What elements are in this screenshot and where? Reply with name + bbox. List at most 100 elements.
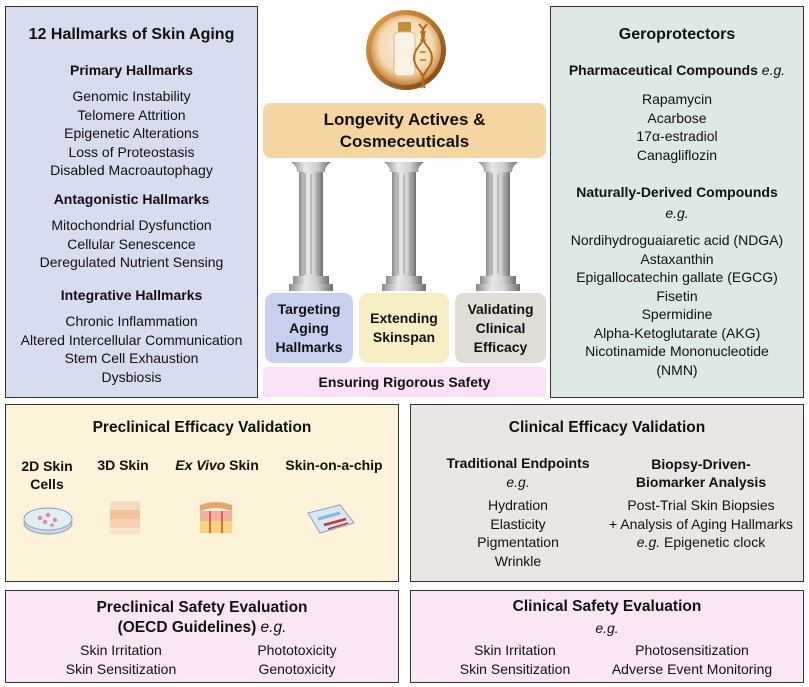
center-title-line2: Cosmeceuticals bbox=[339, 131, 470, 151]
list-item: Cellular Senescence bbox=[67, 235, 196, 252]
cosmetic-bottle-dna-icon bbox=[366, 10, 446, 90]
list-item: Genomic Instability bbox=[72, 88, 191, 104]
list-item: + Analysis of Aging Hallmarks bbox=[608, 515, 794, 532]
eg-label: e.g. bbox=[260, 619, 287, 636]
list-item: (NMN) bbox=[656, 361, 698, 378]
model-3d-skin: 3D Skin bbox=[97, 457, 149, 473]
list-item: Elasticity bbox=[490, 515, 546, 532]
pillar-label-line: Targeting bbox=[277, 300, 341, 317]
pillar-icon bbox=[382, 162, 426, 291]
list-item: Fisetin bbox=[656, 287, 698, 304]
eg-label: e.g. bbox=[761, 62, 786, 78]
preclinical-safety-right-list: Phototoxicity Genotoxicity bbox=[222, 641, 372, 678]
hallmarks-title: 12 Hallmarks of Skin Aging bbox=[28, 26, 235, 43]
longevity-actives-title: Longevity Actives & Cosmeceuticals bbox=[263, 103, 546, 158]
clinical-safety-title: Clinical Safety Evaluation bbox=[512, 598, 702, 615]
list-item: Alpha-Ketoglutarate (AKG) bbox=[593, 324, 761, 341]
pillar-label-validating: Validating Clinical Efficacy bbox=[455, 293, 546, 363]
geroprotectors-title: Geroprotectors bbox=[618, 26, 736, 43]
ex-vivo-italic: Ex Vivo bbox=[175, 457, 226, 473]
pillars-illustration bbox=[289, 162, 520, 291]
list-item: Altered Intercellular Communication bbox=[20, 331, 243, 348]
pillar-label-line: Validating bbox=[467, 300, 534, 317]
list-item: Acarbose bbox=[647, 109, 707, 126]
natural-compounds-heading: Naturally-Derived Compounds bbox=[576, 184, 778, 200]
list-item: Skin Sensitization bbox=[65, 660, 177, 677]
list-item: Skin Sensitization bbox=[459, 660, 571, 677]
list-item: Genotoxicity bbox=[258, 660, 336, 677]
list-item: Deregulated Nutrient Sensing bbox=[39, 254, 224, 270]
model-2d-skin-cells: 2D Skin Cells bbox=[12, 457, 82, 493]
clinical-safety-right-list: Photosensitization Adverse Event Monitor… bbox=[587, 641, 797, 678]
pharma-compounds-heading: Pharmaceutical Compounds e.g. bbox=[551, 62, 803, 78]
model-label-line: Cells bbox=[30, 476, 64, 492]
pillar-label-line: Clinical bbox=[475, 319, 526, 336]
list-item: Canagliflozin bbox=[636, 146, 718, 163]
list-item: Mitochondrial Dysfunction bbox=[51, 217, 212, 233]
clinical-safety-left-list: Skin Irritation Skin Sensitization bbox=[435, 641, 595, 678]
petri-dish-icon bbox=[23, 507, 73, 535]
list-item: Phototoxicity bbox=[257, 642, 337, 658]
geroprotectors-panel: Geroprotectors Pharmaceutical Compounds … bbox=[550, 6, 804, 398]
skin-on-a-chip-icon bbox=[307, 504, 355, 534]
list-item: Epigallocatechin gallate (EGCG) bbox=[576, 269, 778, 285]
list-item: Nordihydroguaiaretic acid (NDGA) bbox=[570, 232, 784, 248]
eg-label: e.g. bbox=[665, 205, 689, 221]
primary-hallmarks-heading: Primary Hallmarks bbox=[70, 62, 193, 78]
list-item: Epigenetic Alterations bbox=[64, 125, 199, 141]
pillar-label-line: Skinspan bbox=[372, 329, 436, 345]
preclinical-safety-left-list: Skin Irritation Skin Sensitization bbox=[46, 641, 196, 678]
preclinical-safety-title-line2: (OECD Guidelines) bbox=[117, 619, 257, 636]
list-item: Telomere Attrition bbox=[77, 106, 186, 123]
list-item: Rapamycin bbox=[641, 91, 713, 107]
model-skin-on-a-chip: Skin-on-a-chip bbox=[285, 457, 383, 473]
clinical-safety-panel: Clinical Safety Evaluation e.g. Skin Irr… bbox=[410, 590, 804, 683]
pillar-label-line: Efficacy bbox=[473, 338, 528, 355]
list-item: e.g. Epigenetic clock bbox=[601, 533, 801, 552]
clinical-efficacy-title: Clinical Efficacy Validation bbox=[508, 419, 706, 436]
ex-vivo-skin-icon bbox=[200, 502, 232, 533]
clinical-efficacy-panel: Clinical Efficacy Validation Traditional… bbox=[410, 404, 804, 582]
traditional-endpoints-heading: Traditional Endpoints bbox=[446, 455, 590, 471]
preclinical-safety-panel: Preclinical Safety Evaluation (OECD Guid… bbox=[5, 590, 399, 683]
pillar-label-extending: Extending Skinspan bbox=[359, 293, 449, 363]
primary-hallmarks-list: Genomic Instability Telomere Attrition E… bbox=[6, 87, 257, 180]
pillar-label-targeting: Targeting Aging Hallmarks bbox=[265, 293, 353, 363]
3d-skin-icon bbox=[110, 501, 140, 534]
list-item: Hydration bbox=[488, 497, 548, 513]
model-ex-vivo-skin: Ex Vivo Skin bbox=[166, 457, 268, 473]
antagonistic-hallmarks-list: Mitochondrial Dysfunction Cellular Senes… bbox=[6, 216, 257, 272]
list-item: 17α-estradiol bbox=[636, 128, 718, 144]
ex-vivo-rest: Skin bbox=[225, 457, 259, 473]
integrative-hallmarks-heading: Integrative Hallmarks bbox=[60, 287, 203, 303]
list-item: Pigmentation bbox=[477, 534, 559, 550]
eg-label: e.g. bbox=[506, 474, 530, 490]
pillar-label-line: Aging bbox=[289, 319, 329, 336]
list-item: Astaxanthin bbox=[640, 250, 714, 267]
pillar-icon bbox=[289, 162, 333, 291]
hallmarks-panel: 12 Hallmarks of Skin Aging Primary Hallm… bbox=[5, 6, 258, 398]
biopsy-heading-line: Biopsy-Driven- bbox=[651, 456, 751, 472]
eg-label: e.g. bbox=[636, 534, 661, 550]
biopsy-heading-line: Biomarker Analysis bbox=[635, 474, 767, 490]
preclinical-safety-title-line1: Preclinical Safety Evaluation bbox=[96, 599, 308, 616]
preclinical-safety-title: Preclinical Safety Evaluation (OECD Guid… bbox=[6, 598, 398, 638]
list-item: Skin Irritation bbox=[80, 642, 162, 658]
antagonistic-hallmarks-heading: Antagonistic Hallmarks bbox=[53, 191, 210, 207]
list-item: Adverse Event Monitoring bbox=[611, 660, 773, 677]
center-title-line1: Longevity Actives & bbox=[323, 109, 486, 129]
natural-compounds-list: Nordihydroguaiaretic acid (NDGA) Astaxan… bbox=[551, 231, 803, 379]
pharma-compounds-list: Rapamycin Acarbose 17α-estradiol Canagli… bbox=[551, 90, 803, 164]
epigenetic-clock-text: Epigenetic clock bbox=[660, 534, 766, 550]
pillar-label-line: Extending bbox=[370, 310, 438, 326]
pillar-icon bbox=[476, 162, 520, 291]
biopsy-biomarker-heading: Biopsy-Driven- Biomarker Analysis bbox=[601, 455, 801, 491]
traditional-endpoints-list: Hydration Elasticity Pigmentation Wrinkl… bbox=[433, 496, 603, 570]
preclinical-efficacy-title: Preclinical Efficacy Validation bbox=[92, 419, 312, 436]
model-label-line: 2D Skin bbox=[21, 458, 73, 474]
biopsy-details: Post-Trial Skin Biopsies + Analysis of A… bbox=[601, 496, 801, 552]
list-item: Spermidine bbox=[641, 306, 713, 322]
list-item: Disabled Macroautophagy bbox=[50, 162, 213, 178]
pharma-heading-text: Pharmaceutical Compounds bbox=[568, 62, 758, 78]
eg-label: e.g. bbox=[595, 620, 619, 636]
